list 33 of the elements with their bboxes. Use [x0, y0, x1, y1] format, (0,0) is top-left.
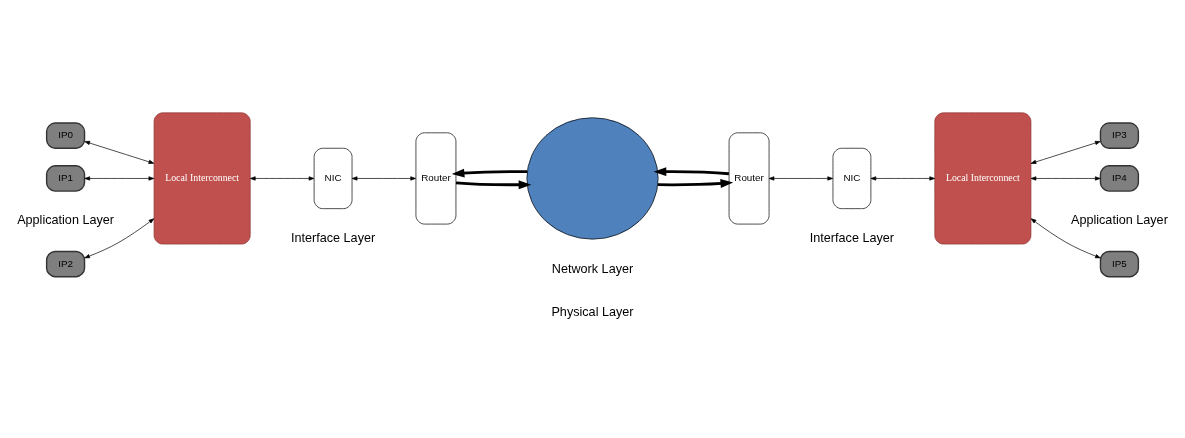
arrow — [84, 141, 155, 164]
node-box: IP5 — [1099, 250, 1140, 278]
arrow — [1030, 141, 1101, 164]
arrow — [351, 176, 416, 181]
node-box: Router — [728, 132, 770, 225]
arrow — [657, 179, 734, 188]
arrow — [84, 176, 155, 181]
arrow — [455, 180, 532, 190]
label: Network Layer — [551, 261, 634, 276]
label: Interface Layer — [290, 230, 376, 245]
node-box: Local Interconnect — [934, 112, 1032, 245]
node-box: Local Interconnect — [153, 112, 251, 245]
arrow — [768, 176, 833, 181]
arrow — [84, 218, 155, 259]
label: Interface Layer — [809, 230, 895, 245]
node-box: IP3 — [1099, 122, 1140, 149]
arrow — [870, 176, 935, 181]
node-box: NIC — [313, 147, 353, 209]
node-cloud — [526, 117, 659, 240]
node-box: Router — [415, 132, 457, 225]
arrow — [451, 168, 528, 178]
node-box: NIC — [832, 147, 872, 209]
arrow — [250, 176, 315, 181]
arrow — [653, 167, 730, 177]
node-box: IP4 — [1099, 165, 1140, 192]
label: Application Layer — [17, 213, 115, 228]
arrow — [1030, 218, 1101, 259]
node-box: IP0 — [45, 122, 86, 149]
label: Application Layer — [1070, 213, 1168, 228]
node-box: IP1 — [45, 165, 86, 192]
label: Physical Layer — [551, 304, 634, 319]
arrow — [1030, 176, 1101, 181]
node-box: IP2 — [45, 250, 86, 278]
